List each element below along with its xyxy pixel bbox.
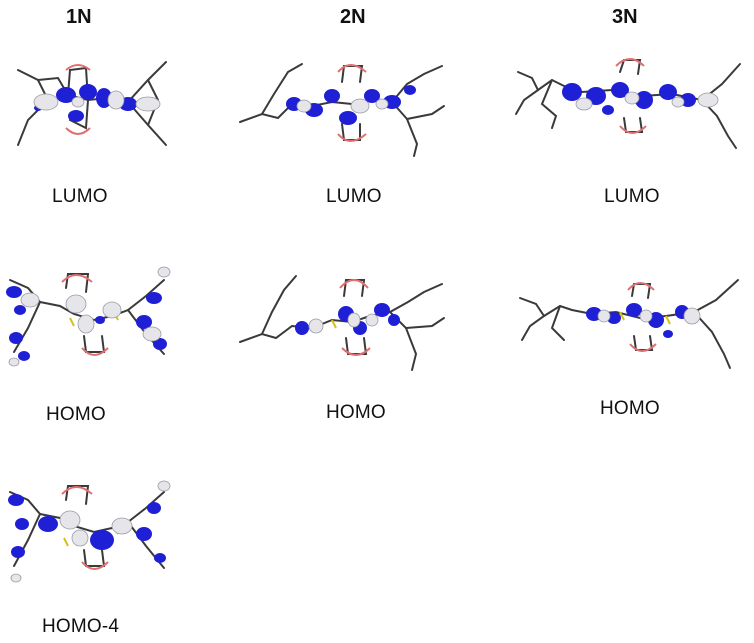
orbital-label-2n-homo: HOMO [326, 402, 386, 423]
orbital-figure-2n-homo [239, 275, 445, 371]
orbital-figure-1n-homo [6, 266, 171, 367]
orbital-panel-1n-homo [4, 262, 182, 372]
column-header-2n: 2N [340, 6, 366, 28]
orbital-figure-1n-lumo [17, 61, 167, 146]
orbital-panel-2n-homo [236, 262, 446, 378]
orbital-label-1n-homo-4: HOMO-4 [42, 616, 120, 637]
orbital-figure-3n-homo [519, 279, 739, 369]
orbital-label-3n-homo: HOMO [600, 398, 660, 419]
orbital-panel-1n-lumo [8, 40, 178, 160]
orbital-figure-1n-homo-4 [8, 480, 171, 583]
orbital-panel-3n-homo [516, 264, 748, 374]
orbital-figure-2n-lumo [239, 63, 445, 157]
orbital-label-1n-homo: HOMO [46, 404, 106, 425]
orbital-label-2n-lumo: LUMO [326, 186, 382, 207]
orbital-label-3n-lumo: LUMO [604, 186, 660, 207]
orbital-label-1n-lumo: LUMO [52, 186, 108, 207]
orbital-panel-1n-homo-4 [4, 478, 182, 588]
column-header-1n: 1N [66, 6, 92, 28]
column-header-3n: 3N [612, 6, 638, 28]
orbital-panel-2n-lumo [232, 44, 448, 160]
orbital-panel-3n-lumo [512, 44, 748, 160]
orbital-figure-3n-lumo [515, 58, 741, 149]
